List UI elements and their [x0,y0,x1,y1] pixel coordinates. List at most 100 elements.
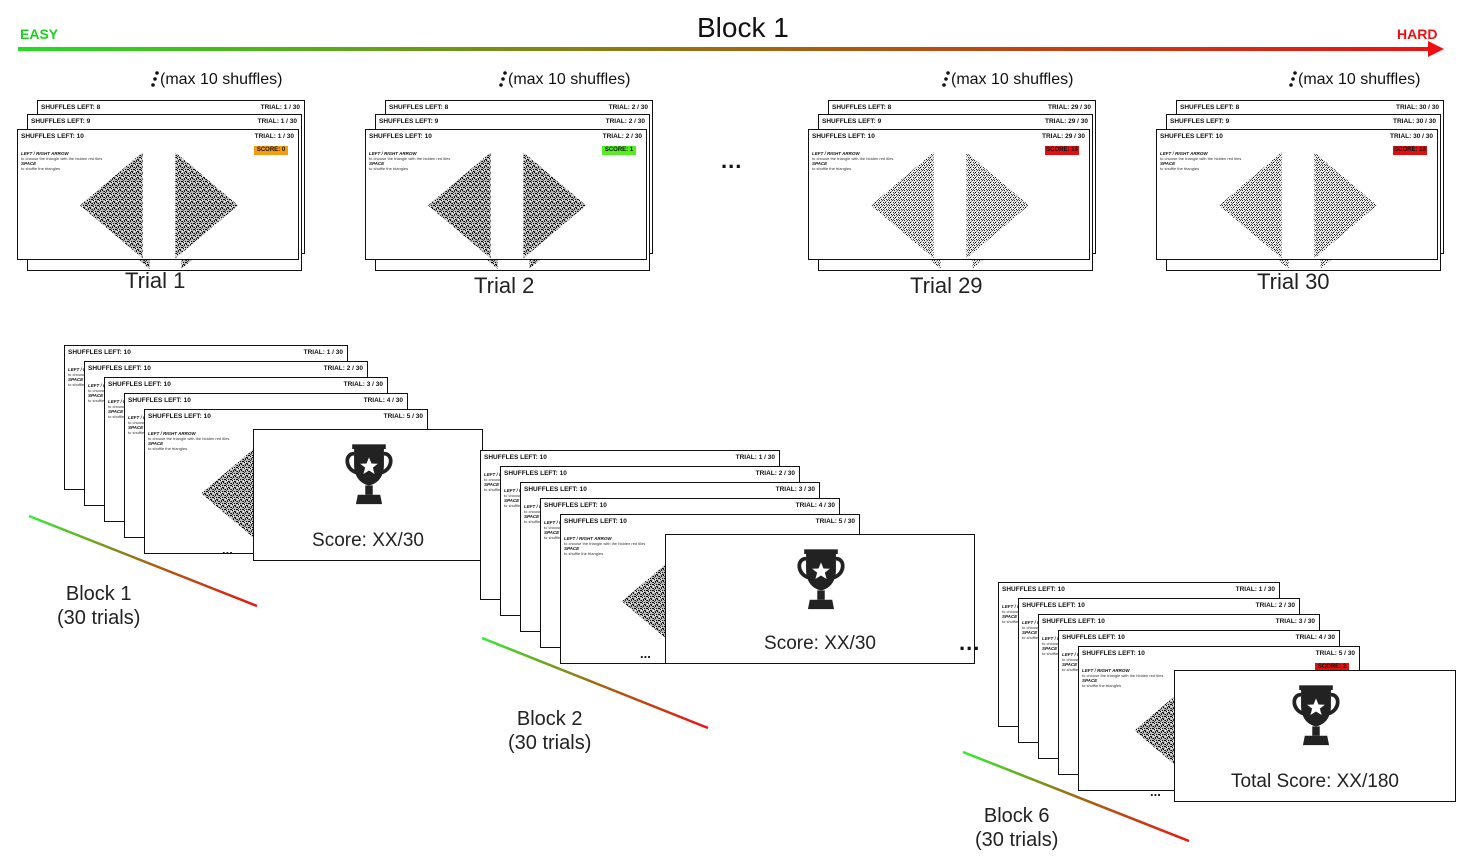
right-triangle [523,152,586,259]
space-description: to shuffle the triangles [369,166,409,171]
arrow-heading: LEFT / RIGHT ARROW [369,151,417,156]
trial-counter: TRIAL: 1 / 30 [257,118,297,125]
trial-counter: TRIAL: 30 / 30 [1393,118,1436,125]
space-heading: SPACE [369,161,385,166]
trophy-icon [1292,685,1340,747]
shuffles-left-label: SHUFFLES LEFT: 10 [544,502,607,509]
arrow-heading: LEFT / RIGHT ARROW [812,151,860,156]
score-badge: SCORE: 18 [1393,146,1427,155]
shuffle-note-text: (max 10 shuffles) [951,71,1074,88]
space-description: to shuffle the triangles [21,166,61,171]
shuffles-left-label: SHUFFLES LEFT: 8 [1180,104,1240,111]
score-text: Total Score: XX/180 [1231,771,1399,792]
shuffles-left-label: SHUFFLES LEFT: 10 [504,470,567,477]
trial-counter: TRIAL: 1 / 30 [260,104,300,111]
space-heading: SPACE [148,441,164,446]
trial-counter: TRIAL: 29 / 30 [1048,104,1091,111]
space-heading: SPACE [1062,662,1078,667]
max-shuffles-note: (max 10 shuffles) [941,68,1073,89]
shuffles-left-label: SHUFFLES LEFT: 8 [41,104,101,111]
trial-counter: TRIAL: 5 / 30 [1315,650,1355,657]
space-heading: SPACE [128,425,144,430]
max-shuffles-note: (max 10 shuffles) [498,68,630,89]
trial-label: Trial 30 [1257,269,1330,294]
shuffles-left-label: SHUFFLES LEFT: 10 [21,133,84,140]
space-heading: SPACE [1022,630,1038,635]
trial-counter: TRIAL: 1 / 30 [254,133,294,140]
shuffles-left-label: SHUFFLES LEFT: 10 [812,133,875,140]
trial-label: Trial 1 [125,268,186,293]
score-badge: SCORE: 1 [602,146,636,155]
block-name: Block 6 [983,805,1050,827]
trial-counter: TRIAL: 2 / 30 [608,104,648,111]
trial-counter: TRIAL: 3 / 30 [1275,618,1315,625]
score-text: Score: XX/30 [312,530,424,551]
shuffles-left-label: SHUFFLES LEFT: 10 [1022,602,1085,609]
arrow-description: to choose the triangle with the hidden r… [369,156,451,161]
space-description: to shuffle the triangles [1082,683,1122,688]
space-description: to shuffle the triangles [148,446,188,451]
trial-counter: TRIAL: 1 / 30 [1235,586,1275,593]
space-heading: SPACE [1042,646,1058,651]
more-trials-ellipsis: ... [640,646,651,661]
trial-counter: TRIAL: 30 / 30 [1390,133,1433,140]
shuffle-dots-icon [151,71,159,87]
difficulty-arrow [18,41,1444,57]
space-description: to shuffle the triangles [1160,166,1200,171]
blocks-ellipsis: ... [959,630,981,655]
trial-counter: TRIAL: 5 / 30 [815,518,855,525]
more-trials-ellipsis: ... [222,542,233,557]
arrow-description: to choose the triangle with the hidden r… [148,436,230,441]
shuffles-left-label: SHUFFLES LEFT: 10 [88,365,151,372]
shuffles-left-label: SHUFFLES LEFT: 10 [1002,586,1065,593]
shuffles-left-label: SHUFFLES LEFT: 10 [1042,618,1105,625]
space-heading: SPACE [1002,614,1018,619]
shuffles-left-label: SHUFFLES LEFT: 9 [31,118,91,125]
right-triangle [966,152,1029,259]
shuffle-note-text: (max 10 shuffles) [508,71,631,88]
trial-counter: TRIAL: 1 / 30 [303,349,343,356]
left-triangle [871,152,934,259]
block-title: Block 1 [697,12,789,43]
score-badge: SCORE: 2 [1315,663,1349,672]
shuffles-left-label: SHUFFLES LEFT: 8 [832,104,892,111]
block-trial-count: (30 trials) [508,732,592,754]
block-trial-count: (30 trials) [57,607,141,629]
max-shuffles-note: (max 10 shuffles) [1288,68,1420,89]
score-badge: SCORE: 18 [1045,146,1079,155]
triangle-stimulus [871,152,1029,259]
max-shuffles-note: (max 10 shuffles) [150,68,282,89]
space-heading: SPACE [812,161,828,166]
space-heading: SPACE [21,161,37,166]
shuffle-dots-icon [499,71,507,87]
score-text: Score: XX/30 [764,633,876,654]
shuffles-left-label: SHUFFLES LEFT: 10 [484,454,547,461]
trial-counter: TRIAL: 29 / 30 [1042,133,1085,140]
left-triangle [1219,152,1282,259]
shuffles-left-label: SHUFFLES LEFT: 10 [108,381,171,388]
space-heading: SPACE [564,546,580,551]
trial-counter: TRIAL: 5 / 30 [383,413,423,420]
trophy-icon [797,549,845,611]
block-result-card: Score: XX/30 [665,534,975,664]
trial-counter: TRIAL: 3 / 30 [343,381,383,388]
shuffles-left-label: SHUFFLES LEFT: 10 [369,133,432,140]
shuffles-left-label: SHUFFLES LEFT: 10 [564,518,627,525]
space-heading: SPACE [1082,678,1098,683]
block-result-card: Total Score: XX/180 [1174,670,1456,802]
arrow-heading: LEFT / RIGHT ARROW [21,151,69,156]
arrow-description: to choose the triangle with the hidden r… [21,156,103,161]
space-description: to shuffle the triangles [564,551,604,556]
arrow-heading: LEFT / RIGHT ARROW [148,431,196,436]
space-description: to shuffle the triangles [812,166,852,171]
arrow-description: to choose the triangle with the hidden r… [564,541,646,546]
shuffles-left-label: SHUFFLES LEFT: 10 [148,413,211,420]
trial-counter: TRIAL: 1 / 30 [735,454,775,461]
trial-counter: TRIAL: 2 / 30 [323,365,363,372]
